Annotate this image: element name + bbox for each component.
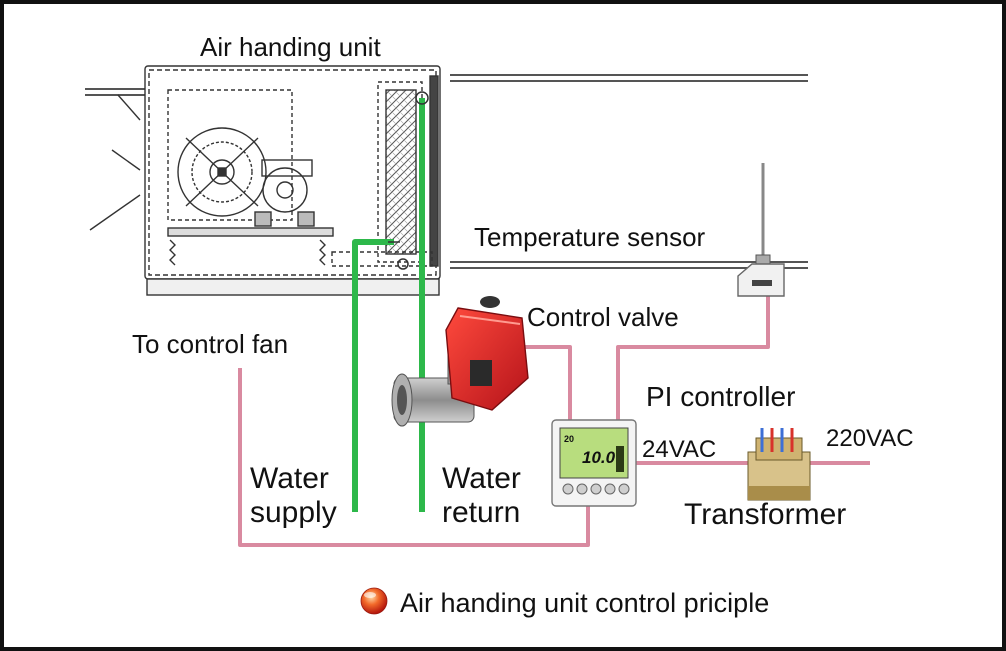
label-water-supply-line1: Water <box>250 462 329 495</box>
label-water-return-line2: return <box>442 496 520 529</box>
caption-title: Air handing unit control priciple <box>400 588 769 618</box>
label-control-valve: Control valve <box>527 302 679 332</box>
control-valve <box>391 296 529 427</box>
temperature-sensor <box>737 163 785 297</box>
air-handling-unit <box>89 65 441 296</box>
label-24vac: 24VAC <box>642 436 716 463</box>
label-220vac: 220VAC <box>826 425 914 452</box>
controller-display-top: 20 <box>564 434 574 444</box>
transformer <box>747 428 811 501</box>
label-water-supply-line2: supply <box>250 496 337 529</box>
label-temperature-sensor: Temperature sensor <box>474 222 706 252</box>
pi-controller <box>551 419 637 507</box>
pipe-connectors <box>388 91 429 270</box>
signal-wires <box>238 296 870 547</box>
label-air-handling-unit: Air handing unit <box>200 32 381 62</box>
red-orb-icon <box>360 587 388 615</box>
orb-highlight <box>364 592 376 598</box>
controller-display-temp: 10.0 <box>582 448 616 467</box>
water-pipes <box>352 98 425 512</box>
label-transformer: Transformer <box>684 498 846 531</box>
label-water-return-line1: Water <box>442 462 521 495</box>
label-pi-controller: PI controller <box>646 381 795 412</box>
label-to-control-fan: To control fan <box>132 329 288 359</box>
